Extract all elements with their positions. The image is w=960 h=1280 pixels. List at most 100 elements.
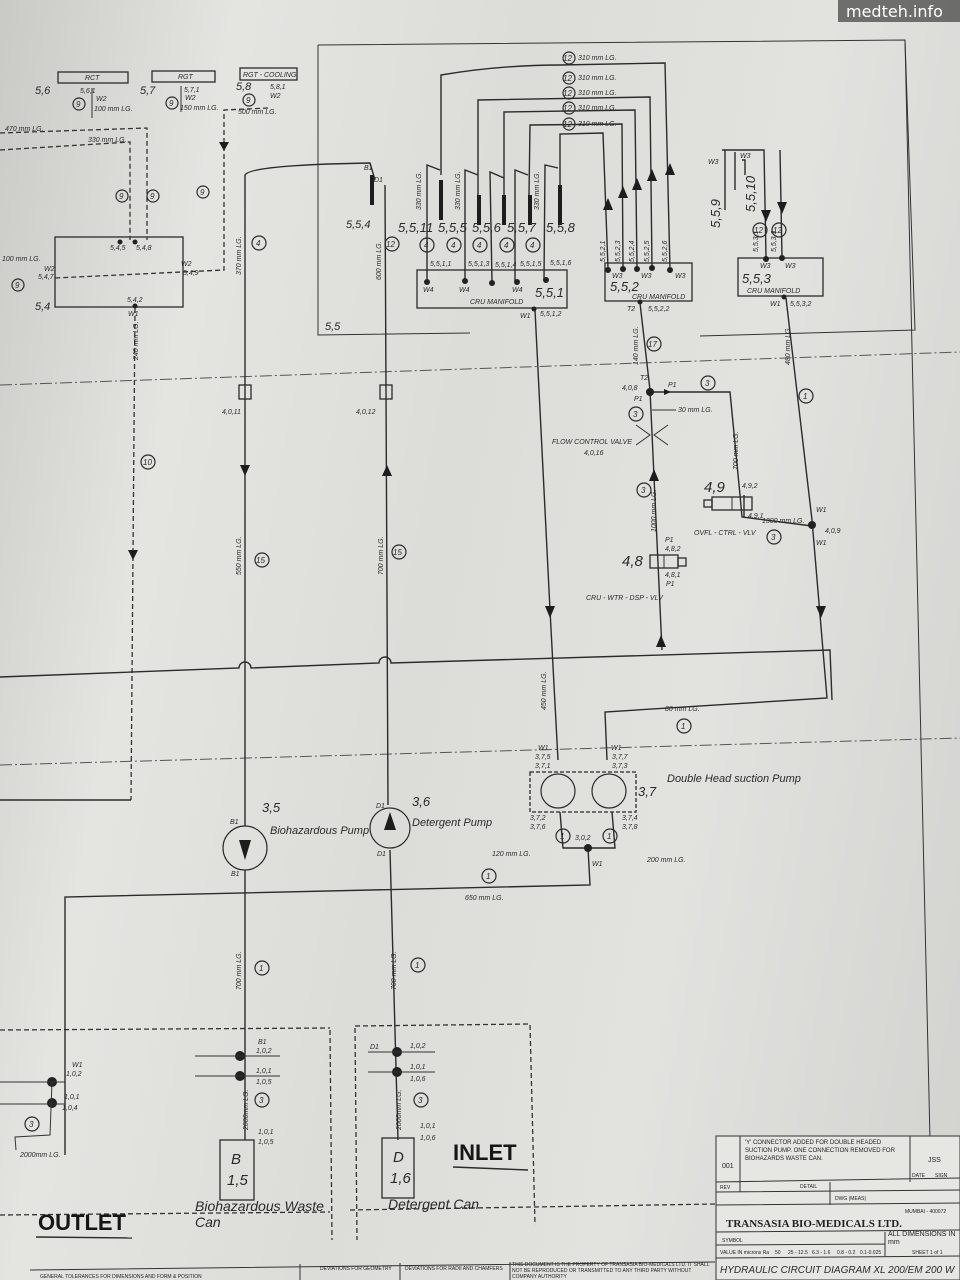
diagram-label: 240 mm LG. <box>133 321 140 361</box>
diagram-stroke <box>426 163 559 283</box>
diagram-label: 310 mm LG. <box>578 105 617 112</box>
diagram-label: 4,9,1 <box>748 513 764 520</box>
diagram-label: 1 <box>560 832 564 841</box>
diagram-stroke <box>529 771 637 813</box>
node-marker <box>700 375 716 391</box>
diagram-stroke <box>239 67 298 81</box>
flow-arrow-icon <box>656 635 666 647</box>
node-marker <box>637 299 643 305</box>
diagram-label: W3 <box>740 153 751 160</box>
diagram-label: 5,5,2,6 <box>662 240 669 262</box>
diagram-label: 5,5,3,1 <box>753 230 760 252</box>
diagram-label: 1,6 <box>390 1170 412 1187</box>
flow-arrow-icon <box>664 389 671 395</box>
diagram-label: OUTLET <box>38 1210 127 1235</box>
diagram-stroke <box>195 1055 280 1077</box>
diagram-label: W1 <box>611 745 622 752</box>
diagram-label: MUMBAI - 400072 <box>905 1209 946 1215</box>
node-marker <box>543 277 549 283</box>
flow-arrow-icon <box>239 840 251 860</box>
diagram-label: 5,5,1,5 <box>520 261 542 268</box>
diagram-label: 4 <box>530 241 535 250</box>
reagent-rgt-cooling: RGT - COOLING 5,8 5,8,1 W2 500 mm LG. 9 <box>236 67 298 116</box>
flow-arrow-icon <box>382 465 392 476</box>
diagram-label: 5,5,3,2 <box>790 301 812 308</box>
diagram-label: D1 <box>374 177 383 184</box>
diagram-label: D1 <box>376 803 385 810</box>
diagram-label: 310 mm LG. <box>578 55 617 62</box>
diagram-label: 12 <box>563 74 572 83</box>
diagram-label: 1,0,2 <box>66 1071 82 1078</box>
diagram-label: W4 <box>512 287 523 294</box>
diagram-label: CRU - WTR - DSP - VLV <box>586 595 664 602</box>
all-dimensions-note: ALL DIMENSIONS IN mm <box>888 1231 956 1246</box>
flow-arrow-icon <box>649 469 659 481</box>
diagram-label: 15 <box>256 556 265 565</box>
node-marker <box>242 93 256 107</box>
diagram-label: 1,0,2 <box>256 1048 272 1055</box>
diagram-stroke <box>151 70 216 83</box>
diagram-stroke <box>452 1166 529 1171</box>
watermark-bg <box>838 0 960 22</box>
diagram-label: W1 <box>816 540 827 547</box>
flow-arrow-icon <box>761 210 771 222</box>
node-marker <box>499 237 515 253</box>
diagram-stroke <box>715 1136 960 1259</box>
diagram-label: 310 mm LG. <box>578 75 617 82</box>
diagram-label: 1300 mm LG. <box>762 518 804 525</box>
node-marker <box>646 336 662 352</box>
diagram-label: 5,4 <box>35 301 50 313</box>
diagram-label: 3,7,8 <box>622 824 638 831</box>
diagram-label: 5,4,8 <box>136 245 152 252</box>
diagram-label: 1 <box>415 961 419 970</box>
footer-strip: GENERAL TOLERANCES FOR DIMENSIONS AND FO… <box>29 1261 716 1280</box>
diagram-label: 1,0,1 <box>420 1123 436 1130</box>
node-marker <box>391 544 407 560</box>
diagram-label: 1 <box>681 722 685 731</box>
diagram-label: 1,0,6 <box>410 1076 426 1083</box>
diagram-label: 4,9,2 <box>742 483 758 490</box>
diagram-label: 200 mm LG. <box>646 857 686 864</box>
diagram-label: 650 mm LG. <box>465 895 504 902</box>
diagram-label: 5,5,9 <box>708 199 723 228</box>
diagram-label: W1 <box>128 311 139 318</box>
diagram-label: 4,0,9 <box>825 528 841 535</box>
diagram-label: W1 <box>520 313 531 320</box>
diagram-label: 5,4,7 <box>38 274 55 281</box>
node-marker <box>605 267 611 273</box>
flow-control-circuit: 4,0,8 T2 P1 P1 3 3 30 mm LG. FLOW CONTRO… <box>534 297 841 761</box>
diagram-label: 5,5 <box>325 321 341 333</box>
diagram-label: 1 <box>486 872 490 881</box>
node-marker <box>514 279 520 285</box>
diagram-label: 5,5,3 <box>742 271 772 286</box>
diagram-label: RGT - COOLING <box>243 72 297 79</box>
node-marker <box>646 388 654 396</box>
diagram-label: 12 <box>563 54 572 63</box>
diagram-label: 5,8 <box>236 81 252 93</box>
diagram-label: 1,0,5 <box>258 1139 274 1146</box>
diagram-label: B1 <box>231 871 240 878</box>
diagram-label: D1 <box>370 1044 379 1051</box>
diagram-label: B <box>231 1151 241 1168</box>
diagram-stroke <box>477 195 481 225</box>
diagram-label: 1 <box>803 392 807 401</box>
diagram-label: 5,5,1,1 <box>430 261 452 268</box>
diagram-label: 5,5,2,4 <box>629 240 636 262</box>
node-marker <box>72 97 86 111</box>
flow-arrow-icon <box>240 465 250 476</box>
diagram-label: 5,7 <box>140 85 156 97</box>
diagram-stroke <box>440 62 671 271</box>
diagram-label: 4 <box>504 241 509 250</box>
diagram-label: 5,5,3,3 <box>771 230 778 252</box>
diagram-label: 12 <box>563 120 572 129</box>
diagram-stroke <box>368 1051 435 1073</box>
diagram-label: REV <box>720 1185 731 1191</box>
diagram-stroke <box>559 132 609 269</box>
reagent-rct: RCT 5,6 5,6,1 W2 100 mm LG. 9 <box>35 71 133 118</box>
diagram-label: 9 <box>119 192 124 201</box>
node-marker <box>115 189 129 203</box>
diagram-label: 9 <box>246 96 251 105</box>
detergent-pump: 3,6 Detergent Pump D1 D1 <box>369 794 492 858</box>
node-marker <box>634 266 640 272</box>
